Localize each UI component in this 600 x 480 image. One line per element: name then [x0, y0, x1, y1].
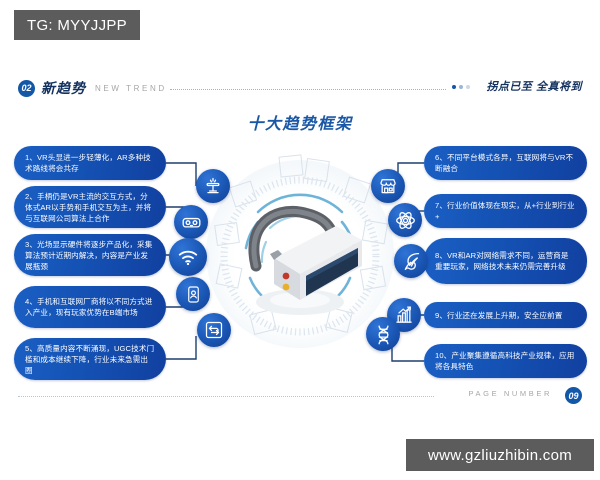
wifi-icon[interactable] — [169, 238, 207, 276]
atom-icon[interactable] — [388, 203, 422, 237]
molecule-icon[interactable] — [366, 317, 400, 351]
brand-name-cn: 新趋势 — [41, 80, 86, 96]
watermark-bottom: www.gzliuzhibin.com — [406, 439, 594, 471]
watermark-top: TG: MYYJJPP — [14, 10, 140, 40]
trend-item-1[interactable]: 1、VR头显进一步轻薄化，AR多种技术路线将会共存 — [14, 146, 166, 180]
footer-divider — [18, 396, 434, 397]
trend-item-6[interactable]: 6、不同平台模式各异，互联网将与VR不断融合 — [424, 146, 587, 180]
vr-headset-illustration — [214, 154, 389, 336]
trend-item-4[interactable]: 4、手机和互联网厂商将以不同方式进入产业，现有玩家优势在B端市场 — [14, 286, 166, 328]
trend-item-7[interactable]: 7、行业价值体现在现实，从+行业到行业+ — [424, 194, 587, 228]
page-title: 十大趋势框架 — [247, 116, 353, 133]
page-number-badge: 09 — [565, 387, 582, 404]
brand-logo: 02 新趋势 NEW TREND — [18, 78, 167, 98]
exchange-icon[interactable] — [197, 313, 231, 347]
page-number-label: PAGE NUMBER — [468, 389, 552, 398]
trend-item-9[interactable]: 9、行业还在发展上升期，安全应前置 — [424, 302, 587, 328]
slide-footer: PAGE NUMBER 09 — [18, 387, 582, 404]
storefront-icon[interactable] — [371, 169, 405, 203]
trend-item-10[interactable]: 10、产业聚集遵循高科技产业规律，应用将各具特色 — [424, 344, 587, 378]
mobile-user-icon[interactable] — [176, 277, 210, 311]
slide-header: 02 新趋势 NEW TREND 拐点已至 全真将到 — [18, 78, 582, 100]
header-tagline: 拐点已至 全真将到 — [486, 81, 582, 93]
vr-goggles-icon[interactable] — [174, 205, 208, 239]
trend-item-3[interactable]: 3、光场显示硬件将逐步产品化，采集算法预计近期内解决，内容是产业发展瓶颈 — [14, 234, 166, 276]
trend-item-5[interactable]: 5、高质量内容不断涌现，UGC技术门槛和成本继续下降，行业未来急需出圈 — [14, 338, 166, 380]
brand-name-en: NEW TREND — [95, 83, 167, 93]
trend-item-8[interactable]: 8、VR和AR对网络需求不同，运营商是重要玩家，网络技术未来仍需完善升级 — [424, 238, 587, 284]
fountain-icon[interactable] — [196, 169, 230, 203]
header-divider — [170, 89, 446, 90]
section-number-badge: 02 — [18, 79, 35, 97]
center-illustration — [196, 150, 404, 358]
trend-item-2[interactable]: 2、手柄仍是VR主流的交互方式，分体式AR以手势和手机交互为主，并将与互联网公司… — [14, 186, 166, 228]
leaf-head-icon[interactable] — [394, 244, 428, 278]
header-dots — [452, 85, 470, 89]
